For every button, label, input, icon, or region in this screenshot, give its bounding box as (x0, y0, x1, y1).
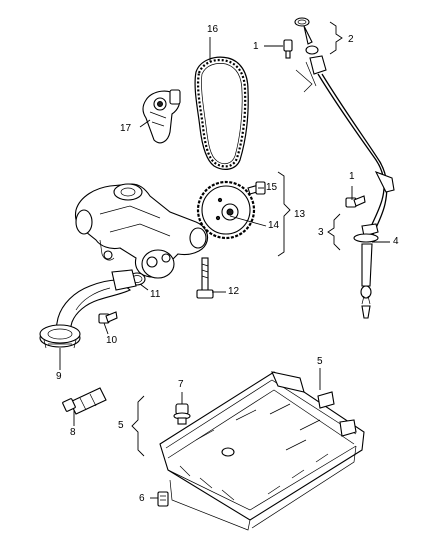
dipstick-assembly (294, 17, 395, 319)
callout-4: 4 (393, 236, 399, 247)
timing-chain (194, 56, 249, 170)
callout-15: 15 (266, 182, 278, 193)
pump-sprocket (196, 180, 256, 240)
callout-8: 8 (70, 427, 76, 438)
callout-11: 11 (150, 289, 161, 300)
callout-10: 10 (106, 335, 118, 346)
callout-16: 16 (207, 24, 219, 35)
callout-5-right: 5 (317, 356, 323, 367)
drain-plug (173, 403, 191, 425)
oil-pickup-tube (39, 269, 137, 349)
sprocket-bolt (247, 181, 266, 195)
oil-pan (159, 371, 365, 531)
callout-3: 3 (318, 227, 324, 238)
callout-13: 13 (294, 209, 306, 220)
callout-6: 6 (139, 493, 145, 504)
dipstick-bolt-top (283, 39, 293, 59)
callout-1-top: 1 (253, 41, 259, 52)
callout-12: 12 (228, 286, 240, 297)
callout-14: 14 (268, 220, 280, 231)
pickup-bolt (98, 311, 118, 324)
oil-pump (74, 183, 209, 279)
callout-7: 7 (178, 379, 184, 390)
dipstick-bolt-mid (345, 195, 366, 208)
callout-2: 2 (348, 34, 354, 45)
callout-9: 9 (56, 371, 62, 382)
callout-5-left: 5 (118, 420, 124, 431)
sealant-tube (62, 387, 107, 415)
callout-1-mid: 1 (349, 171, 355, 182)
leader-lines (59, 21, 390, 499)
callout-17: 17 (120, 123, 132, 134)
chain-tensioner (142, 89, 181, 144)
pump-bolt (196, 257, 214, 299)
drain-bolt (157, 491, 169, 507)
